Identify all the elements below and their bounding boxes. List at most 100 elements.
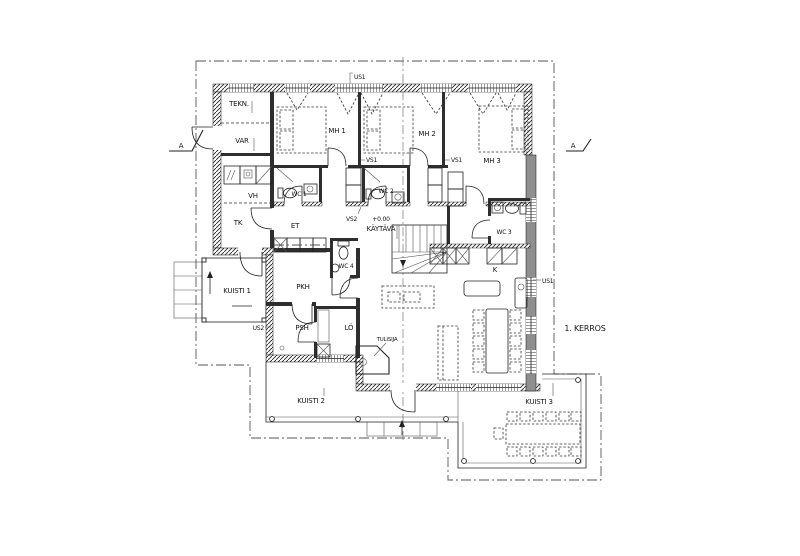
room-label-mh1: MH 1 <box>328 127 345 135</box>
laundry-fixtures <box>223 165 273 185</box>
staircase <box>391 224 448 274</box>
room-label-lo: LÖ <box>345 323 354 332</box>
kitchen-sink <box>517 283 525 291</box>
living-furniture <box>381 285 459 381</box>
door-mh3 <box>465 185 485 205</box>
room-label-pkh: PKH <box>296 283 309 291</box>
floor-label: 1. KERROS <box>564 324 605 333</box>
room-label-kuisti2: KUISTI 2 <box>297 397 324 405</box>
doors <box>191 126 491 413</box>
site-boundary <box>195 57 602 481</box>
sauna-bench <box>317 309 330 343</box>
porch-kuisti-2 <box>265 362 459 437</box>
window-opening-dashes <box>286 92 517 115</box>
section-marker-left: A <box>169 129 204 152</box>
door-wc1 <box>283 185 303 205</box>
door-kuisti2 <box>390 389 416 413</box>
windows <box>228 84 536 391</box>
room-label-tekn: TEKN. <box>228 100 249 108</box>
window-east-2 <box>526 277 536 297</box>
window-sauna <box>316 355 344 362</box>
dining-set <box>472 308 522 374</box>
east-wall-gray <box>525 154 537 392</box>
wall-vs1-left <box>358 92 361 168</box>
section-marker-right: A <box>566 138 592 152</box>
door-wc2 <box>367 185 387 205</box>
wall-tag-vs2: VS2 <box>346 216 358 223</box>
window-mh1 <box>285 84 310 92</box>
room-label-vh: VH <box>248 192 258 200</box>
porch-kuisti-3 <box>457 373 587 469</box>
wc2-fixtures <box>363 167 405 204</box>
room-label-psh: PSH <box>295 324 308 332</box>
exterior-door-gaps <box>212 126 416 392</box>
room-label-wc3: WC 3 <box>496 229 511 236</box>
shower-drain <box>279 345 285 351</box>
section-label-a-left: A <box>179 142 184 150</box>
wall-type-tags: US1 US1 US2 VS1 VS1 VS2 <box>253 72 554 332</box>
sofa-group <box>381 285 435 309</box>
room-label-tulisija: TULISIJA <box>376 337 398 343</box>
door-psh <box>291 303 313 325</box>
room-label-kuisti3: KUISTI 3 <box>525 398 552 406</box>
section-label-a-right: A <box>571 142 576 150</box>
wc4-fixtures <box>330 240 350 273</box>
wall-tag-vs1-right: VS1 <box>451 157 463 164</box>
door-var-exterior <box>191 126 214 150</box>
door-wc4 <box>331 276 351 296</box>
window-mh2 <box>420 84 452 92</box>
wall-tag-us2: US2 <box>253 325 265 332</box>
wall-tag-vs1-left: VS1 <box>366 157 378 164</box>
interior-walls <box>221 92 531 358</box>
kitchen-counter <box>514 277 528 309</box>
stair-direction-arrow <box>400 260 406 267</box>
wall-tag-us1-right: US1 <box>542 278 554 285</box>
kitchen-island <box>463 280 501 297</box>
wc3-fixtures <box>491 201 527 215</box>
door-et-kuisti1 <box>239 251 263 277</box>
room-label-tk: TK <box>233 219 243 227</box>
sauna-fixtures <box>279 309 331 358</box>
window-east-1 <box>526 198 536 222</box>
sofa-long <box>437 325 459 381</box>
sauna-stove <box>316 343 331 358</box>
window-mh1-mh2 <box>335 84 383 92</box>
hall-wardrobe <box>273 237 327 253</box>
kitchen-fixtures <box>429 247 528 309</box>
bed-mh3 <box>478 105 529 153</box>
room-label-mh2: MH 2 <box>418 130 435 138</box>
porch-kuisti-1 <box>173 257 267 323</box>
fireplace <box>355 342 390 375</box>
outdoor-dining-set <box>493 411 582 457</box>
room-label-kaytava: KÄYTÄVÄ <box>367 224 396 233</box>
window-east-4 <box>526 350 536 374</box>
door-tk-et <box>250 207 273 230</box>
room-label-var: VAR <box>235 137 249 145</box>
door-mh1 <box>327 147 347 167</box>
wall-tag-us1-top: US1 <box>354 74 366 81</box>
bed-mh1 <box>276 106 327 154</box>
elevation-label: +0.00 <box>372 216 390 223</box>
door-pkh <box>339 277 359 299</box>
room-label-mh3: MH 3 <box>483 157 500 165</box>
room-label-et: ET <box>291 222 300 230</box>
closets <box>273 167 464 253</box>
window-east-3 <box>526 316 536 334</box>
bed-mh2 <box>363 106 414 154</box>
window-mh3 <box>468 84 516 92</box>
dining-table <box>485 308 509 374</box>
door-sauna <box>297 321 317 343</box>
window-living-south-2 <box>476 384 520 391</box>
room-label-wc4: WC 4 <box>338 263 353 270</box>
room-label-k: K <box>493 266 498 274</box>
room-label-wc2: WC 2 <box>378 188 393 195</box>
window-living-south-1 <box>437 384 471 391</box>
wc1-fixtures <box>276 167 318 199</box>
wall-vs1-right <box>442 92 445 168</box>
door-mh2 <box>409 147 429 167</box>
window-tekn <box>228 84 254 92</box>
room-labels: TEKN. VAR VH TK ET MH 1 MH 2 MH 3 WC 1 W… <box>223 100 606 406</box>
door-wc3 <box>471 219 491 239</box>
